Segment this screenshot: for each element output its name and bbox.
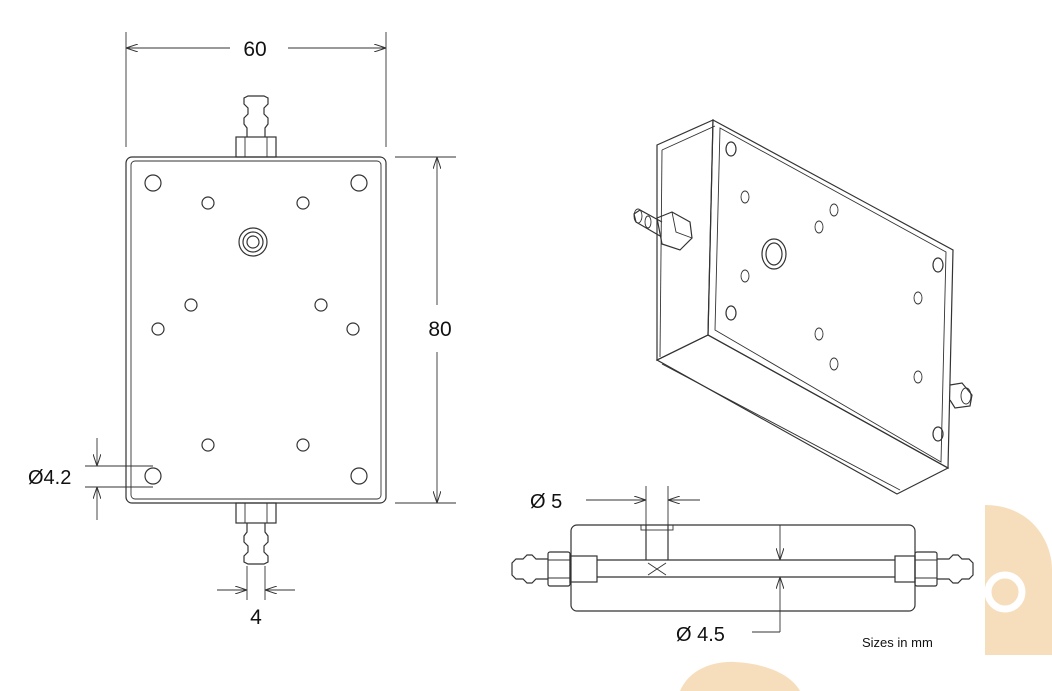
section-left-fitting [511, 551, 598, 587]
barb-width-label: 4 [250, 606, 262, 629]
top-barb-fitting [235, 95, 277, 158]
section-right-fitting [894, 551, 974, 587]
inlet-diameter-dimension: Ø 5 [530, 486, 700, 525]
barb-width-dimension: 4 [217, 566, 295, 629]
channel-diameter-dimension: Ø 4.5 [676, 525, 780, 646]
height-label: 80 [428, 318, 451, 341]
corner-holes [144, 174, 368, 485]
width-dimension: 60 [125, 32, 387, 147]
width-label: 60 [243, 38, 266, 61]
iso-right-fitting [949, 382, 973, 409]
section-body [570, 524, 916, 612]
bottom-barb-fitting [235, 502, 277, 565]
hole-diameter-label: Ø4.2 [28, 467, 71, 489]
channel-diameter-label: Ø 4.5 [676, 624, 725, 646]
hole-diameter-dimension: Ø4.2 [28, 438, 153, 520]
mounting-holes [151, 196, 360, 452]
inlet-diameter-label: Ø 5 [530, 491, 562, 513]
front-view: 60 80 [28, 32, 456, 629]
watermark [680, 505, 1052, 691]
height-dimension: 80 [395, 156, 456, 504]
isometric-view [633, 119, 973, 495]
section-view: Ø 5 Ø 4.5 Sizes in mm [511, 486, 974, 650]
iso-left-fitting [633, 208, 693, 251]
center-port [238, 227, 268, 257]
units-note: Sizes in mm [862, 635, 933, 650]
